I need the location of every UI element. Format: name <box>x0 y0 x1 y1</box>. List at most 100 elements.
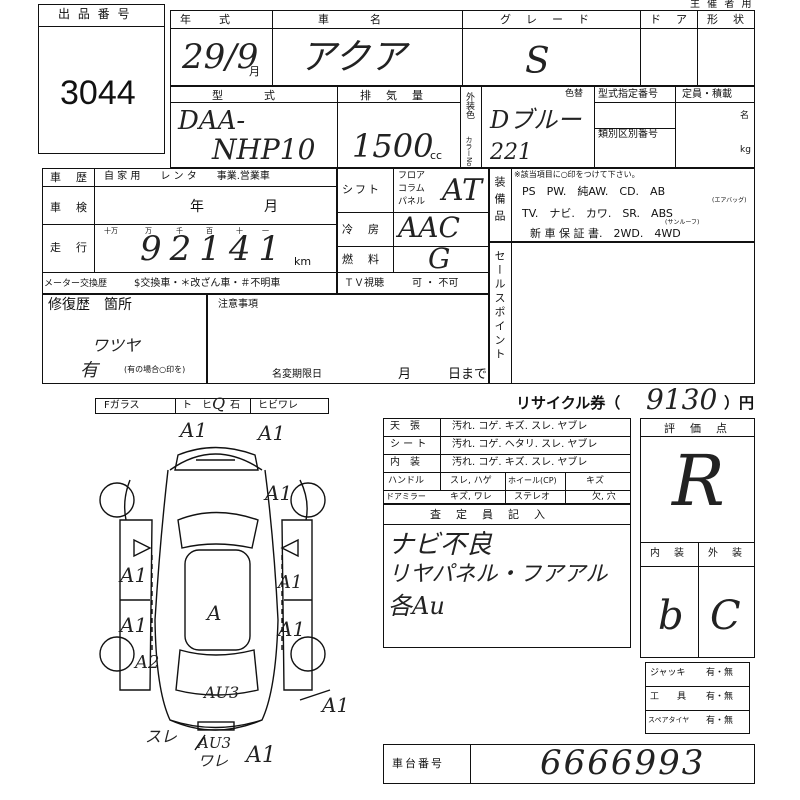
diagram-rear-window <box>175 649 259 696</box>
lot-number-box <box>38 4 165 154</box>
interior-rating-label: 内 装 <box>650 548 686 559</box>
rating-value: R <box>672 440 725 522</box>
repair-value: 有 <box>80 360 98 381</box>
fuel-label: 燃 料 <box>342 253 381 266</box>
accessory-tools-label: 工 具 <box>650 692 687 702</box>
month-unit: 月 <box>249 65 260 78</box>
people-unit: 名 <box>740 111 750 121</box>
chassis-value: 6666993 <box>540 743 706 783</box>
diagram-wheel-rear-right <box>290 636 326 672</box>
glass-ishi: 石 <box>230 400 240 411</box>
digit-label-10: 十 <box>236 227 243 235</box>
shift-panel: パネル <box>398 197 426 207</box>
accessory-spare-label: スペアタイヤ <box>648 716 690 724</box>
lot-number-label: 出 品 番 号 <box>58 7 132 21</box>
inspector-line-2: リヤパネル・フアアル <box>388 562 608 587</box>
grade-value: S <box>525 41 550 82</box>
glass-hi: ヒ <box>202 400 212 411</box>
damage-mark: ワレ <box>198 752 228 770</box>
damage-mark: A1 <box>118 563 147 587</box>
shift-floor: フロア <box>398 171 426 181</box>
cc-unit: cc <box>430 149 443 162</box>
digit-label-10k: 万 <box>145 227 152 235</box>
mirror-label: ドアミラー <box>386 492 426 501</box>
mileage-value: 92141 <box>140 229 289 269</box>
shift-label: シフト <box>342 183 381 196</box>
accessories-block <box>645 662 750 734</box>
interior-row-3-label: 内 装 <box>390 457 420 468</box>
repair-handwritten-note: ワツヤ <box>92 336 141 355</box>
notes-block <box>207 294 489 384</box>
interior-row-3-options: 汚れ. コゲ. キズ. スレ. ヤブレ <box>452 457 588 468</box>
diagram-front-bumper <box>169 453 263 471</box>
damage-mark: A2 <box>133 652 159 673</box>
shift-column: コラム <box>398 184 425 194</box>
mirror-options: キズ, ワレ <box>450 492 492 502</box>
door-label: ド ア <box>650 13 689 26</box>
damage-mark: A1 <box>118 613 147 637</box>
digit-label-100k: 十万 <box>104 227 118 235</box>
accessory-spare-options: 有・無 <box>706 716 734 726</box>
damage-mark: A1 <box>263 481 292 505</box>
diagram-wheel-front-right <box>290 482 326 518</box>
wheel-options: キズ <box>586 476 605 486</box>
interior-rating-value: b <box>658 593 684 639</box>
color-code-label: カラーNo. <box>465 136 473 169</box>
model-value-line2: NHP10 <box>212 133 316 166</box>
grade-label: グ レ ー ド <box>500 13 591 26</box>
mileage-label: 走 行 <box>50 241 89 254</box>
glass-f-label: Fガラス <box>104 400 140 411</box>
history-block <box>42 168 337 294</box>
damage-mark: AU3 <box>202 683 239 702</box>
chassis-label: 車台番号 <box>392 757 444 770</box>
rating-block <box>640 418 755 658</box>
stereo-options: 欠, 穴 <box>592 492 616 502</box>
displacement-label: 排 気 量 <box>360 89 425 102</box>
inspection-label: 車 検 <box>50 201 89 214</box>
interior-row-1-options: 汚れ. コゲ. キズ. スレ. ヤブレ <box>452 421 588 432</box>
damage-mark: スレ <box>145 727 177 746</box>
recycle-label: リサイクル券（ <box>516 394 621 412</box>
damage-mark: A1 <box>276 617 305 641</box>
interior-table <box>383 418 631 504</box>
equipment-row1: PS PW. 純AW. CD. AB <box>522 185 666 198</box>
equipment-label: 装備品 <box>493 176 506 227</box>
specs-block <box>337 168 489 294</box>
damage-mark: AU3 <box>196 734 231 752</box>
equipment-block <box>489 168 755 242</box>
color-code-value: 221 <box>490 140 532 165</box>
meter-options: $交換車・＊改ざん車・＃不明車 <box>134 278 281 289</box>
interior-row-2-label: シ ー ト <box>390 439 427 450</box>
model-row <box>170 86 755 168</box>
recycle-value: 9130 <box>646 383 718 416</box>
color-change-label: 色替 <box>565 89 584 99</box>
accessory-tools-options: 有・無 <box>706 692 734 702</box>
tv-options: 可 ・ 不可 <box>412 278 459 289</box>
owner-use-label: 主 催 者 用 <box>690 0 754 10</box>
recycle-unit: ）円 <box>724 394 755 412</box>
class-number-label: 類別区別番号 <box>598 129 658 140</box>
lot-number-value: 3044 <box>60 74 136 112</box>
displacement-value: 1500 <box>352 127 434 165</box>
equipment-row2: TV. ナビ. カワ. SR. ABS <box>522 207 673 220</box>
glass-bar <box>95 398 329 414</box>
damage-mark: A1 <box>256 421 285 445</box>
exterior-rating-label: 外 装 <box>708 548 744 559</box>
type-designation-label: 型式指定番号 <box>598 89 658 100</box>
digit-label-1k: 千 <box>176 227 183 235</box>
wheel-label: ホイール(CP) <box>508 476 557 485</box>
digit-label-100: 百 <box>206 227 213 235</box>
repair-note: (有の場合○印を) <box>124 365 186 374</box>
car-name-label: 車 名 <box>318 13 383 26</box>
glass-mark: Q <box>212 394 226 413</box>
history-options: 自 家 用 レ ン タ 事業.営業車 <box>104 171 270 182</box>
notes-label: 注意事項 <box>218 299 258 310</box>
tv-label: ＴＶ視聴 <box>344 278 384 289</box>
equipment-row3: 新 車 保 証 書. 2WD. 4WD <box>530 227 681 240</box>
year-value: 29/9 <box>182 37 259 77</box>
damage-mark: A1 <box>178 418 207 442</box>
inspector-line-3: 各Au <box>388 592 445 620</box>
glass-to: ト <box>182 400 192 411</box>
handle-options: スレ, ハゲ <box>450 476 492 486</box>
